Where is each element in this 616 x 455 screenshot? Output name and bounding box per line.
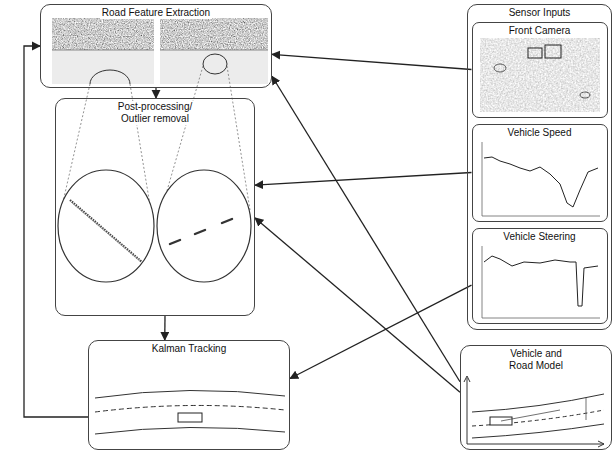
road-edge (472, 424, 604, 438)
speed-plot (482, 142, 600, 216)
box-title: Road Feature Extraction (100, 7, 212, 19)
camera-frame-left (52, 18, 154, 84)
input-group-box: Sensor InputsFront CameraVehicle SpeedVe… (467, 4, 612, 330)
model-axis (467, 378, 468, 444)
image-texture (52, 18, 154, 50)
axis-arrow (598, 441, 604, 447)
zoom-oval (203, 54, 227, 74)
lane-dash (170, 240, 180, 244)
flow-arrow (255, 218, 460, 392)
box-title: Sensor Inputs (507, 7, 573, 19)
axis-arrow (464, 376, 470, 382)
model-box: Vehicle and Road Model (460, 345, 612, 450)
lane-center (95, 405, 285, 412)
sensor-box: Vehicle Steering (472, 228, 608, 324)
lane-dash (195, 230, 205, 234)
image-blob (580, 92, 590, 98)
road-edge (472, 394, 604, 412)
offset-marker (586, 398, 587, 420)
road-edge (95, 390, 285, 398)
image-road (160, 50, 268, 84)
plot-axis (482, 216, 600, 217)
flow-arrow (272, 54, 472, 69)
flow-arrow (164, 316, 166, 340)
box-title: Kalman Tracking (150, 343, 228, 355)
heading-line (501, 410, 560, 421)
camera-frame-right (160, 18, 268, 84)
lane-marker-dashes (170, 219, 232, 244)
vehicle-icon (178, 413, 202, 422)
image-blob (494, 64, 506, 72)
camera-image (480, 38, 600, 112)
steering-trace (484, 256, 598, 306)
stage-box: Road Feature Extraction (40, 4, 272, 88)
box-title: Vehicle Steering (501, 231, 577, 243)
lane-feature-points (70, 200, 142, 262)
plot-axis (482, 246, 483, 318)
lane-center (472, 410, 604, 426)
model-axis (467, 444, 604, 445)
kalman-road (95, 390, 285, 434)
box-title: Vehicle Speed (506, 127, 574, 139)
lane-dash (222, 219, 232, 223)
plot-axis (482, 318, 600, 319)
sensor-box: Front Camera (472, 22, 608, 118)
detection-box (545, 45, 561, 58)
steering-plot (482, 246, 600, 318)
image-horizon (52, 50, 154, 51)
zoom-oval (90, 70, 130, 84)
image-road (52, 50, 154, 84)
box-title: Vehicle and Road Model (501, 348, 571, 372)
road-model-sketch (464, 376, 604, 447)
flow-arrow (155, 88, 156, 98)
stage-box: Post-processing/ Outlier removal (55, 98, 255, 316)
road-edge (95, 427, 285, 434)
front-camera-image (480, 38, 600, 112)
flow-arrow (272, 76, 460, 382)
lane-feature-points (72, 203, 140, 261)
flow-arrow (290, 285, 472, 378)
image-texture (160, 18, 268, 50)
sensor-box: Vehicle Speed (472, 124, 608, 222)
zoom-circle (58, 170, 154, 282)
image-horizon (160, 50, 268, 51)
box-title: Post-processing/ Outlier removal (107, 101, 203, 125)
flow-arrow (255, 173, 472, 186)
box-title: Front Camera (507, 25, 573, 37)
zoom-circle (157, 170, 251, 282)
stage-box: Kalman Tracking (88, 340, 290, 450)
plot-axis (482, 142, 483, 216)
detection-box (528, 48, 542, 58)
speed-trace (484, 157, 598, 207)
